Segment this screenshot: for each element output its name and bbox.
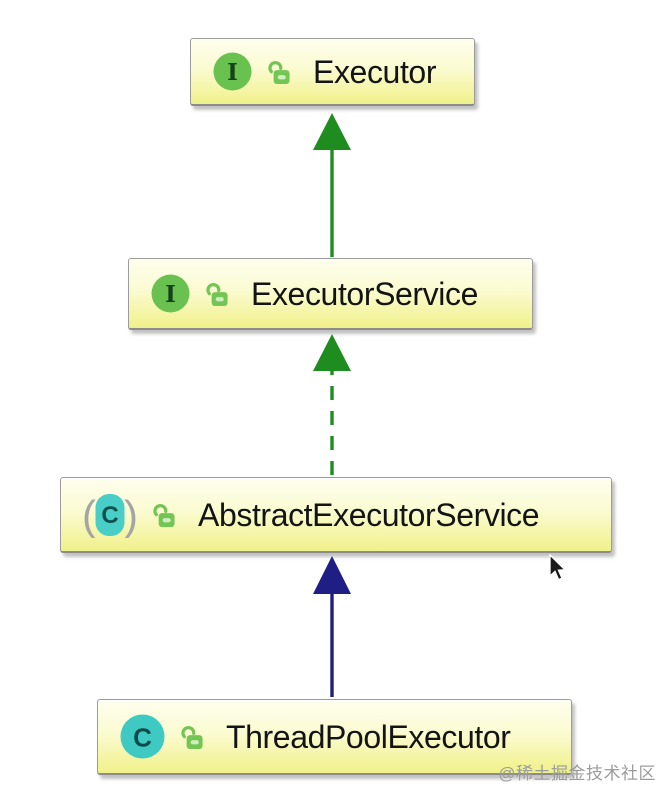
- svg-text:(: (: [83, 492, 96, 538]
- svg-text:C: C: [133, 723, 152, 753]
- node-label: Executor: [313, 53, 437, 90]
- node-label: AbstractExecutorService: [198, 496, 540, 533]
- svg-text:I: I: [165, 281, 176, 308]
- svg-text:C: C: [101, 502, 118, 529]
- public-lock-icon: [206, 282, 228, 306]
- svg-text:): ): [124, 492, 137, 538]
- node-executor-service[interactable]: I ExecutorService: [128, 258, 533, 330]
- arrowhead: [313, 556, 351, 594]
- edge-extends-threadpoolexecutor-to-abstractexecutorservice: [313, 556, 351, 697]
- interface-icon: I: [151, 274, 190, 313]
- edge-extends-executorservice-to-executor: [313, 113, 351, 257]
- node-thread-pool-executor[interactable]: C ThreadPoolExecutor: [97, 699, 572, 775]
- watermark: @稀土掘金技术社区: [498, 764, 656, 783]
- node-label: ExecutorService: [251, 275, 478, 312]
- edge-implements-abstractexecutorservice-to-executorservice: [313, 334, 351, 475]
- arrowhead: [313, 113, 351, 150]
- public-lock-icon: [268, 60, 290, 84]
- public-lock-icon: [181, 725, 203, 749]
- node-abstract-executor-service[interactable]: ( C ) AbstractExecutorService: [60, 477, 612, 553]
- interface-icon: I: [213, 52, 252, 91]
- node-label: ThreadPoolExecutor: [226, 718, 511, 755]
- node-executor[interactable]: I Executor: [190, 38, 475, 106]
- svg-text:I: I: [227, 59, 238, 86]
- mouse-cursor-icon: [549, 554, 567, 581]
- class-icon: C: [120, 714, 165, 759]
- abstract-class-icon: ( C ): [83, 492, 137, 538]
- arrowhead: [313, 334, 351, 371]
- public-lock-icon: [153, 503, 175, 527]
